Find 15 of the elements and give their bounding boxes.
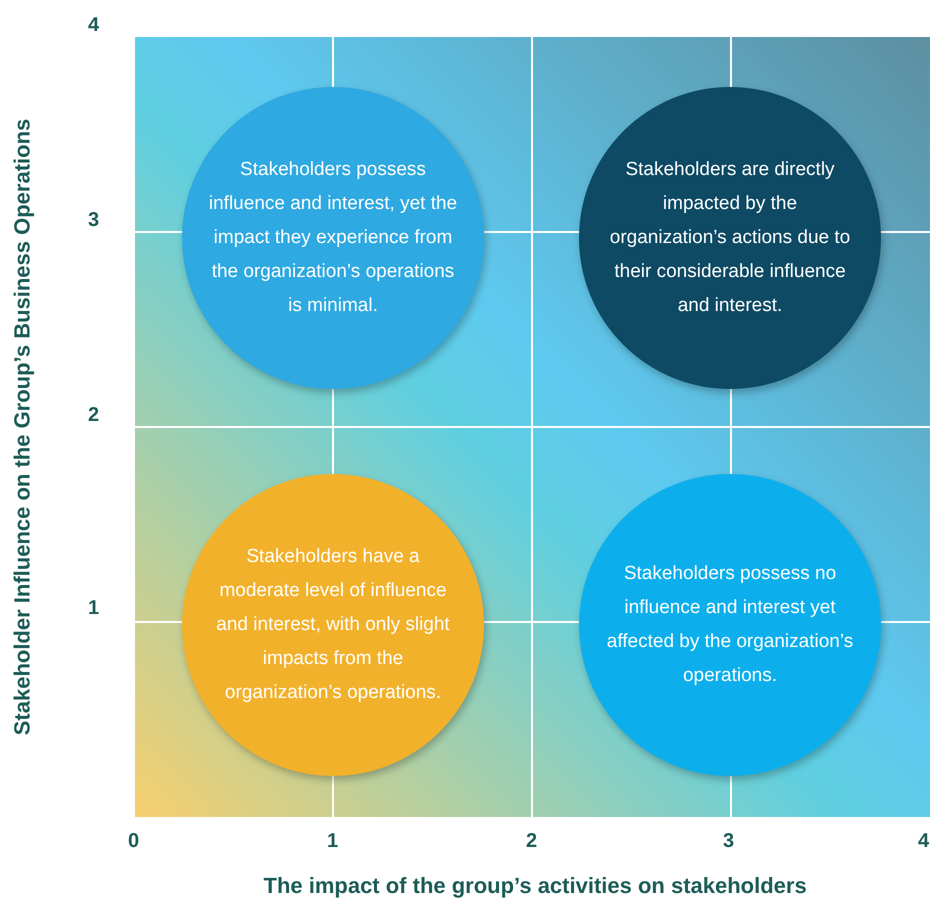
axis-tick-label: 2: [88, 404, 100, 427]
quadrant-description: Stakeholders are directly impacted by the organization’s actions due to their considerable influence and interest.: [608, 158, 852, 318]
axis-tick-label: 0: [128, 830, 140, 853]
quadrant-description: Stakeholders have a moderate level of influence and interest, with only slight impacts from the organization’s operations.: [215, 545, 451, 705]
axis-tick-label: 4: [88, 14, 100, 37]
axis-tick-label: 3: [723, 830, 734, 853]
x-axis-title: The impact of the group’s activities on stakeholders: [264, 873, 807, 899]
axis-tick-label: 4: [918, 830, 930, 853]
axis-tick-label: 1: [327, 830, 338, 853]
quadrant-description: Stakeholders possess influence and interest, yet the impact they experience from the organization’s operations is minimal.: [208, 158, 458, 318]
quadrant-description: Stakeholders possess no influence and interest yet affected by the organization’s operations.: [606, 562, 854, 688]
axis-tick-label: 3: [88, 209, 100, 232]
axis-tick-label: 1: [88, 597, 100, 620]
y-axis-title: Stakeholder Influence on the Group’s Business Operations: [8, 118, 35, 736]
axis-tick-label: 2: [526, 830, 538, 853]
